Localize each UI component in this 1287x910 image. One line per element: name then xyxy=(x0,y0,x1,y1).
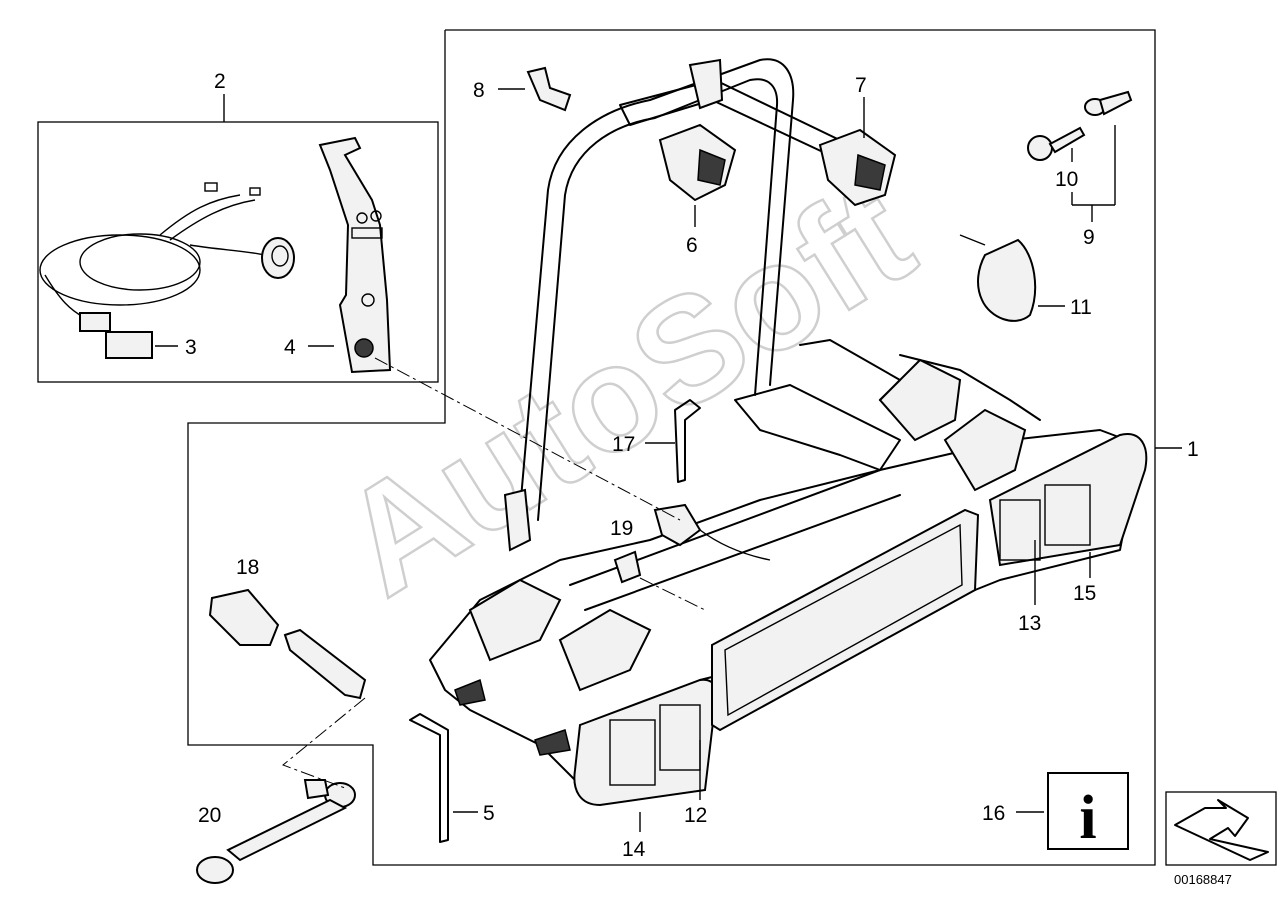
callout-12: 12 xyxy=(684,804,707,827)
callout-8: 8 xyxy=(473,79,485,102)
sleeve xyxy=(208,550,642,646)
wiring-harness xyxy=(39,182,295,319)
arrow-direction-icon xyxy=(1165,791,1277,866)
callout-1: 1 xyxy=(1187,438,1199,461)
callout-9: 9 xyxy=(1083,226,1095,249)
pin xyxy=(283,628,367,700)
callout-2: 2 xyxy=(214,70,226,93)
connection-line xyxy=(282,697,366,789)
info-symbol: i xyxy=(1079,784,1096,852)
document-number: 00168847 xyxy=(1174,872,1232,887)
bike-carrier xyxy=(429,58,1148,807)
callout-20: 20 xyxy=(198,804,221,827)
mounting-bracket xyxy=(318,136,392,374)
callout-6: 6 xyxy=(686,234,698,257)
hex-key xyxy=(409,399,701,843)
callout-18: 18 xyxy=(236,556,259,579)
callout-19: 19 xyxy=(610,517,633,540)
tool-holder xyxy=(526,66,572,112)
info-icon: i xyxy=(1047,772,1129,852)
strap xyxy=(959,234,1037,322)
connection-line xyxy=(374,357,681,521)
main-assembly-frame xyxy=(187,29,1156,866)
callout-15: 15 xyxy=(1073,582,1096,605)
leader-lines xyxy=(155,88,1182,832)
callout-11: 11 xyxy=(1070,296,1092,319)
callout-4: 4 xyxy=(284,336,296,359)
wiring-kit-frame xyxy=(37,121,439,383)
key xyxy=(1027,126,1086,161)
connector-module xyxy=(79,312,153,359)
callout-7: 7 xyxy=(855,74,867,97)
callout-5: 5 xyxy=(483,802,495,825)
wrench xyxy=(196,779,356,884)
callout-17: 17 xyxy=(612,433,635,456)
callout-14: 14 xyxy=(622,838,646,861)
callout-10: 10 xyxy=(1055,168,1078,191)
callout-3: 3 xyxy=(185,336,197,359)
callout-16: 16 xyxy=(982,802,1005,825)
connection-line xyxy=(639,577,706,611)
lock-cylinder xyxy=(1084,90,1133,116)
cable-adapter xyxy=(653,503,771,561)
callout-13: 13 xyxy=(1018,612,1041,635)
